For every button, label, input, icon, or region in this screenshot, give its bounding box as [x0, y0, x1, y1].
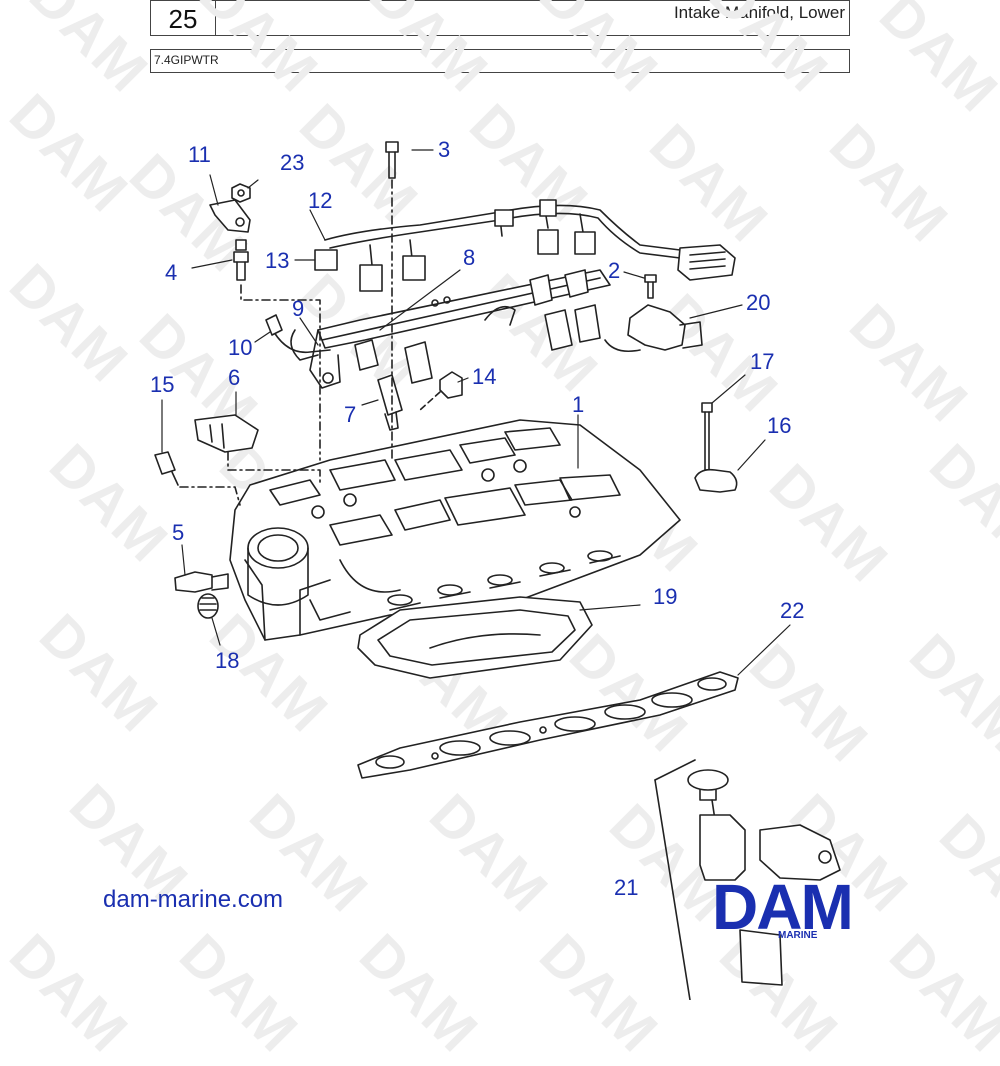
callout-17: 17: [750, 349, 774, 374]
callout-9: 9: [292, 296, 304, 321]
callout-7: 7: [344, 402, 356, 427]
callout-16: 16: [767, 413, 791, 438]
stud-4: [233, 239, 321, 461]
bolt-3: [385, 141, 399, 461]
callout-22: 22: [780, 598, 804, 623]
callout-1: 1: [572, 392, 584, 417]
sensor-6: [194, 414, 321, 483]
clip-14: [439, 371, 463, 399]
callout-19: 19: [653, 584, 677, 609]
model-box: 7.4GIPWTR: [150, 49, 850, 73]
callout-23: 23: [280, 150, 304, 175]
callout-15: 15: [150, 372, 174, 397]
harness-connector: [314, 249, 338, 271]
callout-20: 20: [746, 290, 770, 315]
model-code: 7.4GIPWTR: [154, 53, 219, 67]
fuel-line-connector: [604, 304, 703, 353]
fuel-feed-line: [265, 314, 331, 354]
callout-8: 8: [463, 245, 475, 270]
temperature-sender: [154, 451, 241, 506]
dam-marine-logo: DAM MARINE: [712, 871, 897, 946]
fuel-injectors: [354, 269, 601, 431]
exploded-parts-diagram: 1 2 3 4 5 6 7 8 9 10 11 12 13 14 15 16 1…: [150, 137, 841, 1000]
callout-11: 11: [188, 142, 211, 167]
plug-18: [197, 593, 219, 619]
callout-12: 12: [308, 188, 332, 213]
lower-intake-manifold: [229, 419, 681, 641]
bracket-11: [209, 199, 251, 233]
callout-18: 18: [215, 648, 239, 673]
header-box: 25 Intake Manifold, Lower: [150, 0, 850, 36]
intake-manifold-gasket: [357, 671, 739, 779]
fitting-5: [174, 571, 229, 593]
callout-13: 13: [265, 248, 289, 273]
page-number: 25: [151, 1, 216, 35]
callout-21: 21: [614, 875, 638, 900]
callout-3: 3: [438, 137, 450, 162]
callout-14: 14: [472, 364, 496, 389]
callout-5: 5: [172, 520, 184, 545]
callout-10: 10: [228, 335, 252, 360]
callout-4: 4: [165, 260, 177, 285]
clamp-16: [694, 468, 738, 493]
plenum-gasket: [357, 596, 593, 679]
injector-detail-inset: [654, 759, 841, 1000]
section-title: Intake Manifold, Lower: [673, 3, 845, 22]
nut-23: [231, 183, 251, 203]
logo-subtext: MARINE: [778, 930, 818, 941]
bolt-17: [701, 402, 713, 471]
injector-wiring-harness: [324, 199, 736, 292]
logo-text: DAM: [712, 871, 854, 943]
callout-6: 6: [228, 365, 240, 390]
callout-2: 2: [608, 258, 620, 283]
bolt-2: [644, 274, 657, 299]
website-link[interactable]: dam-marine.com: [103, 886, 284, 913]
